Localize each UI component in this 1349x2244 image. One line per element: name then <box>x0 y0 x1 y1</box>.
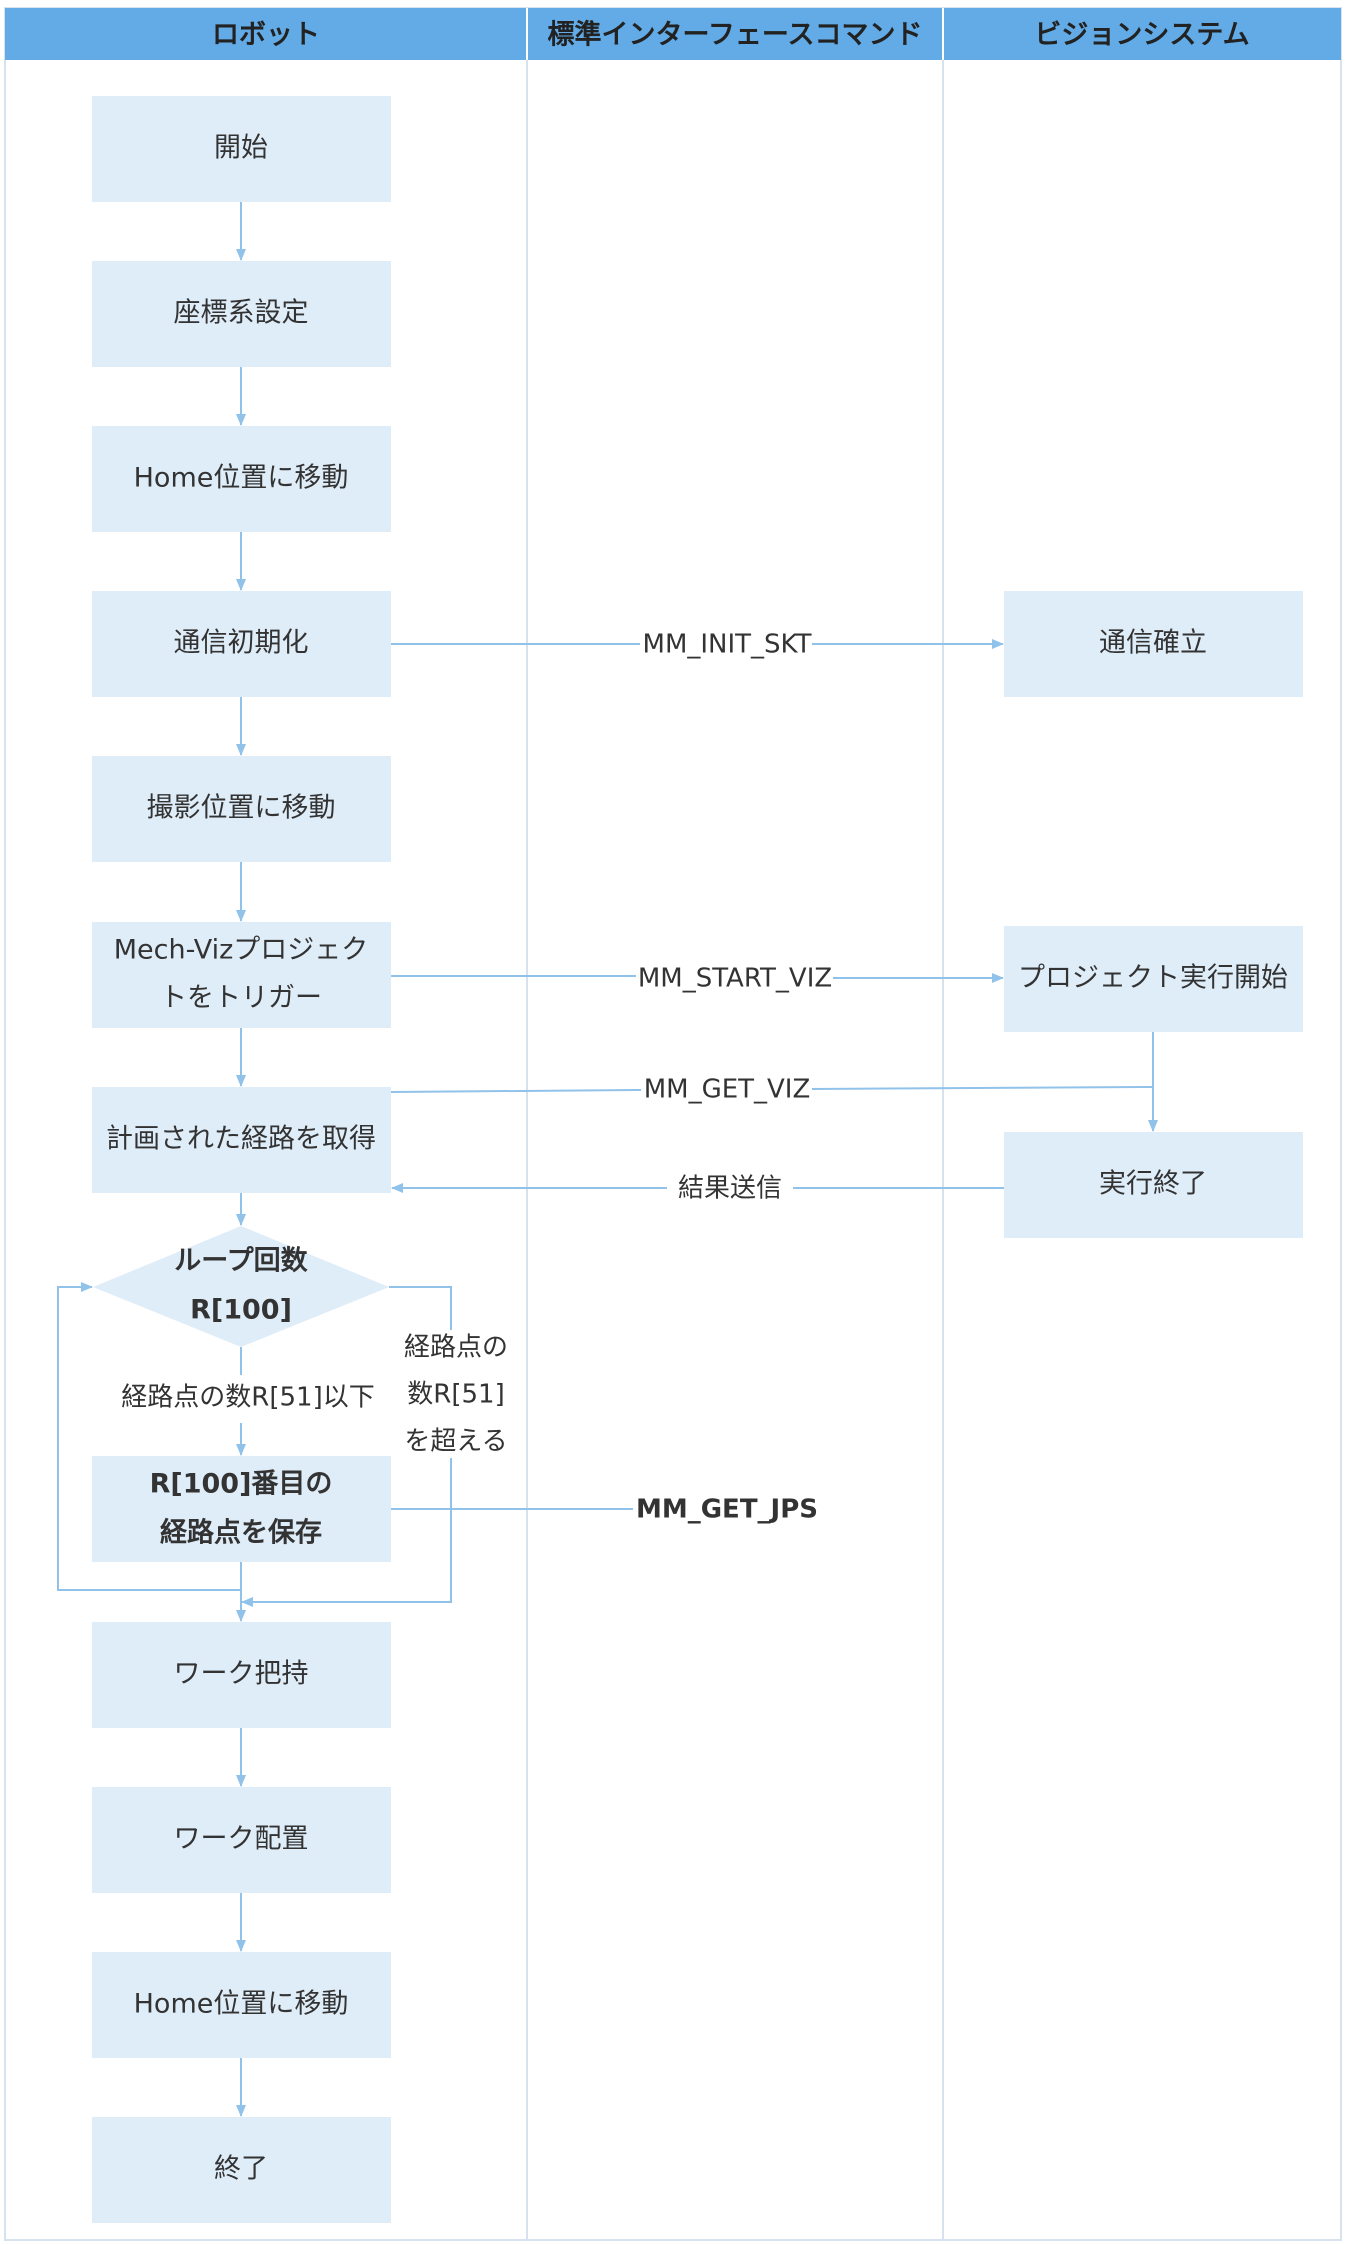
node-trigger-label-1: Mech-Vizプロジェク <box>114 935 369 966</box>
edge-label-exceed-3: を超える <box>404 1427 507 1457</box>
node-get-path-label: 計画された経路を取得 <box>106 1124 376 1155</box>
node-coord-label: 座標系設定 <box>174 298 309 329</box>
node-start <box>92 96 391 202</box>
arrow-get-viz-b <box>811 1086 1154 1090</box>
node-end-label: 終了 <box>214 2154 268 2185</box>
arrow-loop-exceed <box>389 1286 452 1330</box>
node-exec-end-label: 実行終了 <box>1099 1169 1207 1200</box>
node-capture <box>92 756 391 862</box>
node-save-label-2: 経路点を保存 <box>160 1517 322 1549</box>
node-texts: 開始 座標系設定 Home位置に移動 通信初期化 撮影位置に移動 Mech-Vi… <box>106 133 1288 2185</box>
robot-connectors <box>57 202 452 2117</box>
node-proj-start-label: プロジェクト実行開始 <box>1018 963 1288 994</box>
node-capture-label: 撮影位置に移動 <box>147 793 336 824</box>
node-trigger-label-2: トをトリガー <box>160 983 322 1014</box>
arrow-get-viz-a <box>390 1089 642 1093</box>
node-place <box>92 1787 391 1893</box>
node-end <box>92 2117 391 2223</box>
lane-headers: ロボット 標準インターフェースコマンド ビジョンシステム <box>212 19 1250 51</box>
arrow-loop-back <box>57 1282 241 1591</box>
edge-label-result: 結果送信 <box>678 1174 782 1204</box>
node-grip <box>92 1622 391 1728</box>
edge-label-exceed-2: 数R[51] <box>407 1380 504 1410</box>
edge-labels: MM_INIT_SKT MM_START_VIZ MM_GET_VIZ 結果送信… <box>121 630 832 1525</box>
node-loop-label-2: R[100] <box>190 1295 292 1326</box>
edge-label-init-skt: MM_INIT_SKT <box>643 630 812 660</box>
node-comm-est-label: 通信確立 <box>1099 628 1207 659</box>
lane-header-vision: ビジョンシステム <box>1034 20 1249 51</box>
edge-label-exceed-1: 経路点の <box>404 1333 508 1363</box>
command-connectors <box>390 639 1158 1510</box>
node-init-label: 通信初期化 <box>174 628 309 659</box>
node-start-label: 開始 <box>214 133 268 164</box>
node-proj-start <box>1004 926 1303 1032</box>
node-coord <box>92 261 391 367</box>
lane-header-command: 標準インターフェースコマンド <box>547 19 922 51</box>
node-comm-est <box>1004 591 1303 697</box>
node-save-label-1: R[100]番目の <box>150 1469 333 1500</box>
edge-label-start-viz: MM_START_VIZ <box>638 964 832 994</box>
node-loop-decision <box>93 1226 389 1347</box>
edge-label-loop-cont: 経路点の数R[51]以下 <box>121 1383 374 1413</box>
node-grip-label: ワーク把持 <box>174 1659 309 1690</box>
node-home2 <box>92 1952 391 2058</box>
node-exec-end <box>1004 1132 1303 1238</box>
node-loop-label-1: ループ回数 <box>174 1246 308 1277</box>
node-home1-label: Home位置に移動 <box>134 463 349 494</box>
node-home1 <box>92 426 391 532</box>
node-get-path <box>92 1087 391 1193</box>
node-trigger <box>92 922 391 1028</box>
node-save <box>92 1456 391 1562</box>
edge-label-get-viz: MM_GET_VIZ <box>644 1075 811 1105</box>
node-place-label: ワーク配置 <box>174 1824 309 1855</box>
node-boxes <box>92 96 1303 2223</box>
edge-label-get-jps: MM_GET_JPS <box>636 1495 818 1525</box>
node-home2-label: Home位置に移動 <box>134 1989 349 2020</box>
lane-header-robot: ロボット <box>212 20 320 51</box>
node-init <box>92 591 391 697</box>
